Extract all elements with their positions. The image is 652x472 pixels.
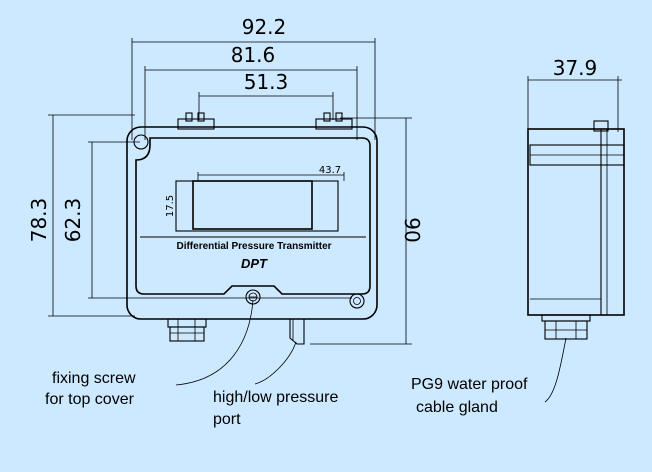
dim-hole-height: 62.3 (61, 198, 85, 243)
dim-overall-height: 78.3 (27, 198, 51, 243)
right-dimension-lines (310, 117, 412, 345)
dim-display-height: 17.5 (165, 195, 176, 217)
front-cable-gland (167, 318, 207, 342)
front-housing (126, 112, 378, 320)
dim-overall-width: 92.2 (242, 15, 287, 39)
dim-hole-spacing: 51.3 (244, 70, 289, 94)
dim-inner-width: 81.6 (231, 43, 276, 67)
front-pressure-port (289, 319, 305, 345)
cable-gland-label-line2: cable gland (416, 399, 498, 416)
top-dimension-lines (131, 38, 376, 140)
dim-display-width: 43.7 (319, 165, 341, 176)
dim-total-height: 90 (400, 217, 424, 242)
display-dimension-lines (175, 172, 345, 231)
fixing-screw-label-line1: fixing screw (52, 370, 136, 387)
side-dimension-lines (527, 76, 622, 132)
panel-title: Differential Pressure Transmitter (176, 241, 331, 252)
side-housing (527, 120, 625, 340)
callout-leaders (175, 299, 567, 403)
cable-gland-label-line1: PG9 water proof (411, 376, 528, 393)
pressure-port-label-line1: high/low pressure (213, 389, 339, 406)
pressure-port-label-line2: port (213, 411, 241, 428)
panel-brand: DPT (241, 256, 268, 271)
fixing-screw-label-line2: for top cover (45, 391, 135, 408)
dim-depth: 37.9 (553, 56, 598, 80)
left-dimension-lines (48, 114, 352, 317)
